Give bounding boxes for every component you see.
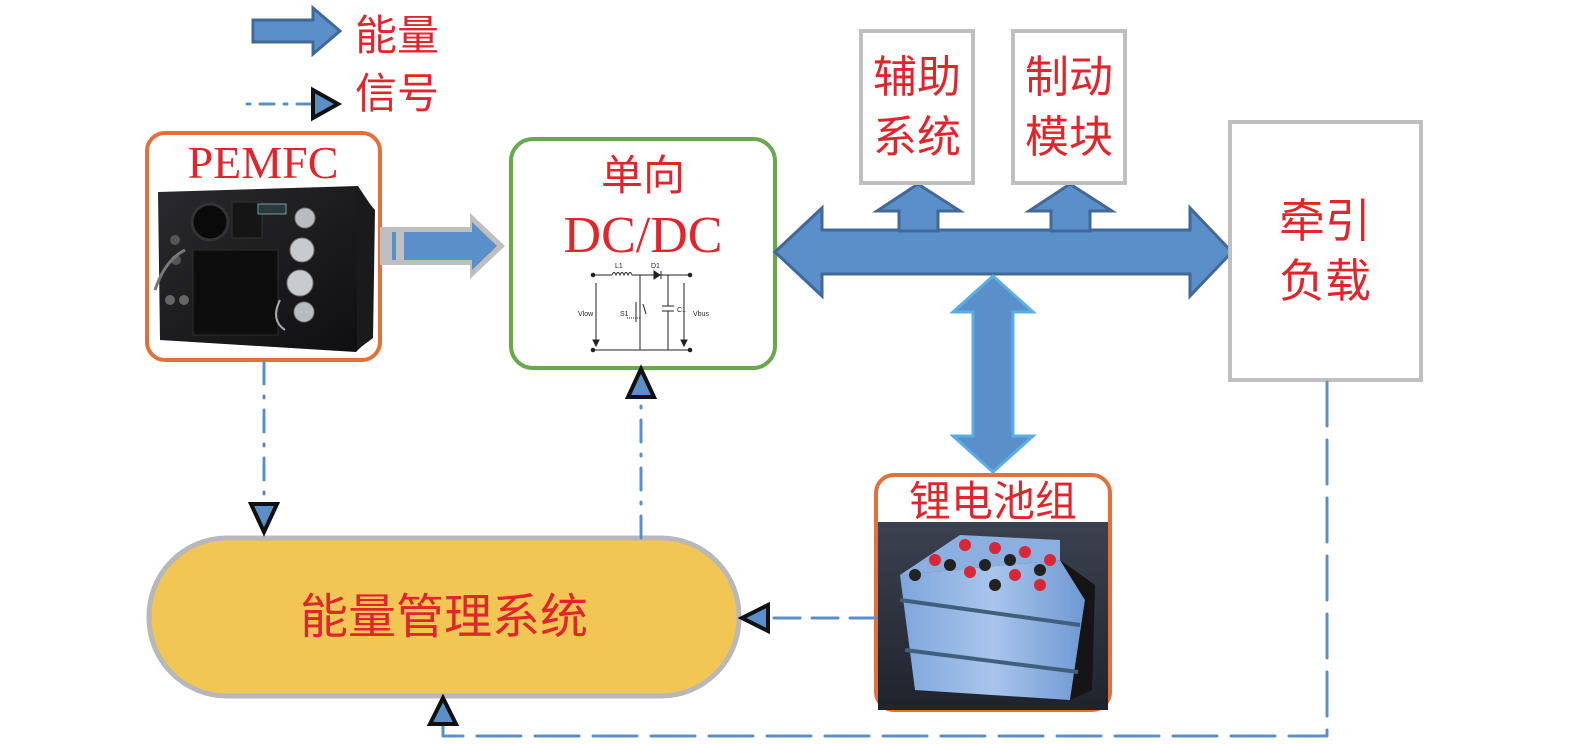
- brake-module-block[interactable]: 制动 模块: [1011, 29, 1127, 185]
- pemfc-label: PEMFC: [188, 137, 339, 188]
- brake-label-line2: 模块: [1025, 112, 1113, 163]
- battery-pack-photo: [878, 522, 1108, 710]
- boost-converter-schematic: [590, 270, 693, 353]
- dc-bus-arrow: [772, 204, 1235, 300]
- battery-label: 锂电池组: [909, 477, 1077, 526]
- fuel-cell-photo: [153, 186, 375, 352]
- traction-label-line1: 牵引: [1279, 194, 1371, 248]
- signal-traction-to-ems: [426, 380, 1329, 738]
- brake-label-line1: 制动: [1025, 52, 1113, 103]
- schematic-label-vbus: Vbus: [693, 311, 709, 318]
- legend: 能量 信号: [245, 4, 439, 122]
- energy-arrow-pemfc-to-dcdc: [380, 213, 505, 279]
- legend-energy-label: 能量: [355, 11, 439, 60]
- dcdc-label-line2: DC/DC: [564, 207, 723, 264]
- signal-pemfc-to-ems: [247, 360, 281, 537]
- energy-arrow-bus-to-brake: [1023, 182, 1118, 233]
- schematic-label-l1: L1: [615, 263, 623, 270]
- auxiliary-system-block[interactable]: 辅助 系统: [859, 29, 975, 185]
- legend-signal-label: 信号: [355, 69, 439, 118]
- signal-battery-to-ems: [737, 601, 878, 635]
- aux-label-line1: 辅助: [873, 52, 961, 103]
- dcdc-block[interactable]: 单向 DC/DC L1: [509, 137, 777, 370]
- signal-arrowhead-icon: [311, 86, 343, 122]
- energy-arrow-bus-battery: [949, 273, 1037, 475]
- ems-label: 能量管理系统: [300, 589, 588, 645]
- traction-load-block[interactable]: 牵引 负载: [1228, 120, 1423, 382]
- dcdc-label-line1: 单向: [601, 151, 685, 200]
- battery-block[interactable]: 锂电池组: [874, 473, 1112, 712]
- energy-arrow-bus-to-aux: [871, 182, 966, 233]
- schematic-label-d1: D1: [651, 263, 660, 270]
- energy-arrow-icon: [251, 4, 343, 58]
- schematic-label-c1: C1: [677, 307, 686, 314]
- schematic-label-vlow: Vlow: [578, 311, 594, 318]
- ems-block[interactable]: 能量管理系统: [146, 535, 742, 699]
- pemfc-block[interactable]: PEMFC: [145, 131, 382, 362]
- signal-ems-to-dcdc: [624, 364, 658, 540]
- schematic-label-s1: S1: [620, 311, 629, 318]
- traction-label-line2: 负载: [1279, 254, 1371, 308]
- aux-label-line2: 系统: [873, 112, 961, 163]
